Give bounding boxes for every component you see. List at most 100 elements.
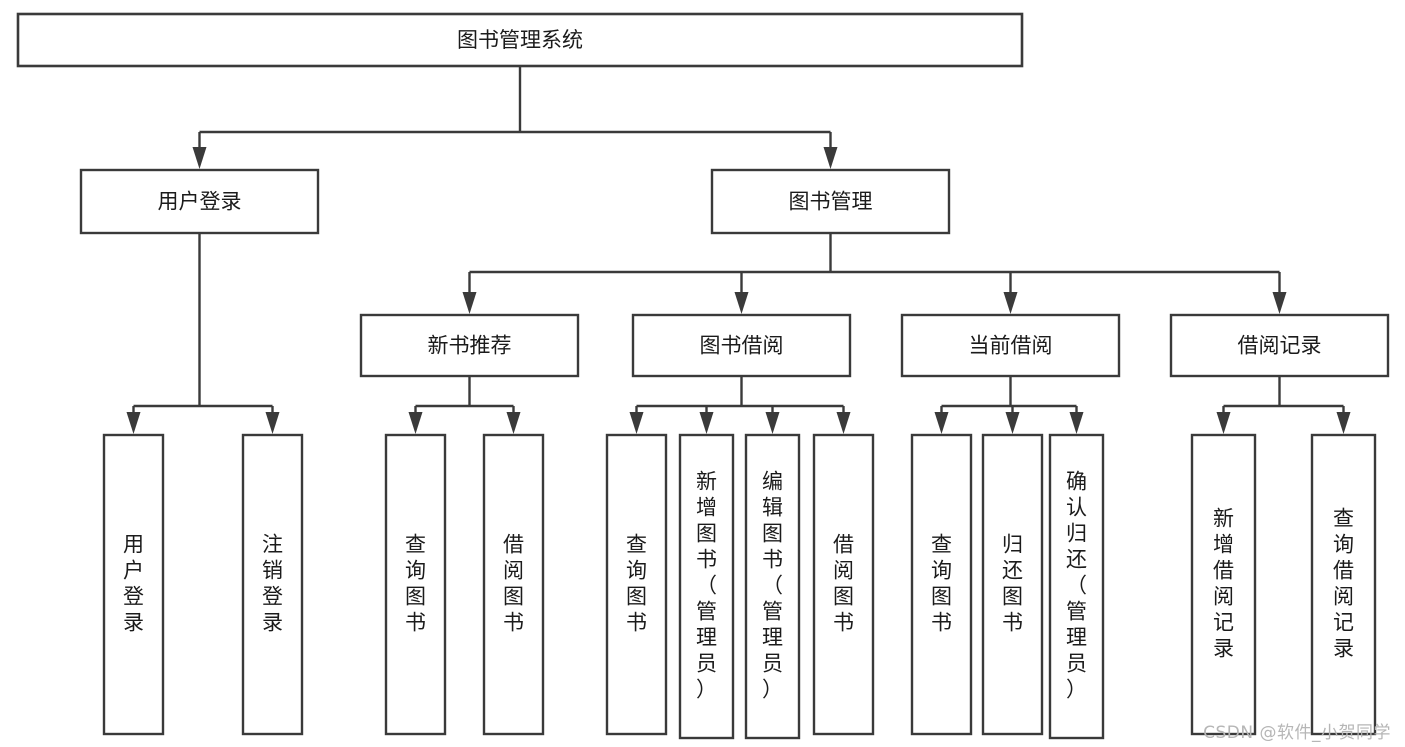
node-label-char: 书	[833, 611, 854, 635]
node-label-char: 图	[1002, 585, 1023, 609]
node-box	[1048, 433, 1105, 740]
node-label-char: 管	[1066, 600, 1087, 624]
node-label-char: 员	[696, 652, 717, 676]
node-label-char: 查	[1333, 507, 1354, 531]
node-label-char: 录	[123, 611, 144, 635]
node-root[interactable]: 图书管理系统	[16, 12, 1024, 68]
node-label-char: 登	[262, 585, 283, 609]
node-label-char: 理	[762, 626, 783, 650]
node-l1_1[interactable]: 图书管理	[710, 168, 951, 235]
node-box	[1310, 433, 1377, 736]
node-l2_0[interactable]: 新书推荐	[359, 313, 580, 378]
node-label-char: 增	[1213, 533, 1234, 557]
node-label-char: 图	[626, 585, 647, 609]
node-label-char: 借	[503, 533, 524, 557]
node-label-char: 询	[1333, 533, 1354, 557]
node-label-char: 录	[262, 611, 283, 635]
arrowhead-icon	[765, 412, 780, 434]
arrowhead-icon	[1272, 292, 1287, 314]
node-label-char: 书	[696, 548, 717, 572]
node-label-char: 书	[405, 611, 426, 635]
node-label-char: 新	[696, 470, 717, 494]
node-label-char: 图	[931, 585, 952, 609]
node-label-char: 认	[1066, 496, 1087, 520]
arrowhead-icon	[506, 412, 521, 434]
node-label-char: 员	[1066, 652, 1087, 676]
node-label-char: 阅	[1213, 585, 1234, 609]
node-label-char: 还	[1002, 559, 1023, 583]
node-label-char: 书	[1002, 611, 1023, 635]
node-label: 借阅记录	[1238, 334, 1322, 358]
node-label-char: ）	[762, 678, 783, 702]
node-label-char: 登	[123, 585, 144, 609]
arrowhead-icon	[836, 412, 851, 434]
node-label-char: 用	[123, 533, 144, 557]
node-box	[812, 433, 875, 736]
node-label-char: 图	[696, 522, 717, 546]
node-box	[1190, 433, 1257, 736]
node-box	[79, 168, 320, 235]
node-label-char: 录	[1333, 637, 1354, 661]
node-label: 用户登录	[158, 190, 242, 214]
node-label-char: 录	[1213, 637, 1234, 661]
node-label-char: 理	[696, 626, 717, 650]
node-label-char: 户	[123, 559, 144, 583]
node-leaf_0[interactable]: 用户登录	[102, 433, 165, 736]
node-label-char: 书	[931, 611, 952, 635]
node-label-char: 员	[762, 652, 783, 676]
node-box	[981, 433, 1044, 736]
node-box	[359, 313, 580, 378]
node-label-char: 阅	[833, 559, 854, 583]
arrowhead-icon	[265, 412, 280, 434]
arrowhead-icon	[192, 147, 207, 169]
node-label-char: 书	[626, 611, 647, 635]
node-label-char: 新	[1213, 507, 1234, 531]
node-label-char: 书	[762, 548, 783, 572]
node-label-char: ）	[696, 678, 717, 702]
node-l2_1[interactable]: 图书借阅	[631, 313, 852, 378]
node-label-char: 归	[1066, 522, 1087, 546]
node-box	[605, 433, 668, 736]
node-label: 当前借阅	[969, 334, 1053, 358]
nodes-layer: 图书管理系统用户登录图书管理新书推荐图书借阅当前借阅借阅记录用户登录注销登录查询…	[16, 12, 1390, 740]
arrowhead-icon	[408, 412, 423, 434]
node-box	[482, 433, 545, 736]
node-label-char: 书	[503, 611, 524, 635]
node-label-char: 询	[405, 559, 426, 583]
node-label: 图书管理系统	[457, 28, 583, 52]
node-l2_2[interactable]: 当前借阅	[900, 313, 1121, 378]
arrowhead-icon	[1005, 412, 1020, 434]
node-box	[241, 433, 304, 736]
connectors-layer	[126, 66, 1351, 434]
node-box	[910, 433, 973, 736]
node-label-char: 辑	[762, 496, 783, 520]
node-l1_0[interactable]: 用户登录	[79, 168, 320, 235]
node-box	[384, 433, 447, 736]
arrowhead-icon	[126, 412, 141, 434]
node-box	[900, 313, 1121, 378]
node-label: 新书推荐	[428, 334, 512, 358]
arrowhead-icon	[462, 292, 477, 314]
node-label-char: 管	[762, 600, 783, 624]
node-label-char: 图	[762, 522, 783, 546]
node-label: 图书管理	[789, 190, 873, 214]
node-box	[631, 313, 852, 378]
node-label-char: ）	[1066, 678, 1087, 702]
node-label-char: 销	[262, 559, 283, 583]
node-l2_3[interactable]: 借阅记录	[1169, 313, 1390, 378]
node-label-char: 图	[833, 585, 854, 609]
